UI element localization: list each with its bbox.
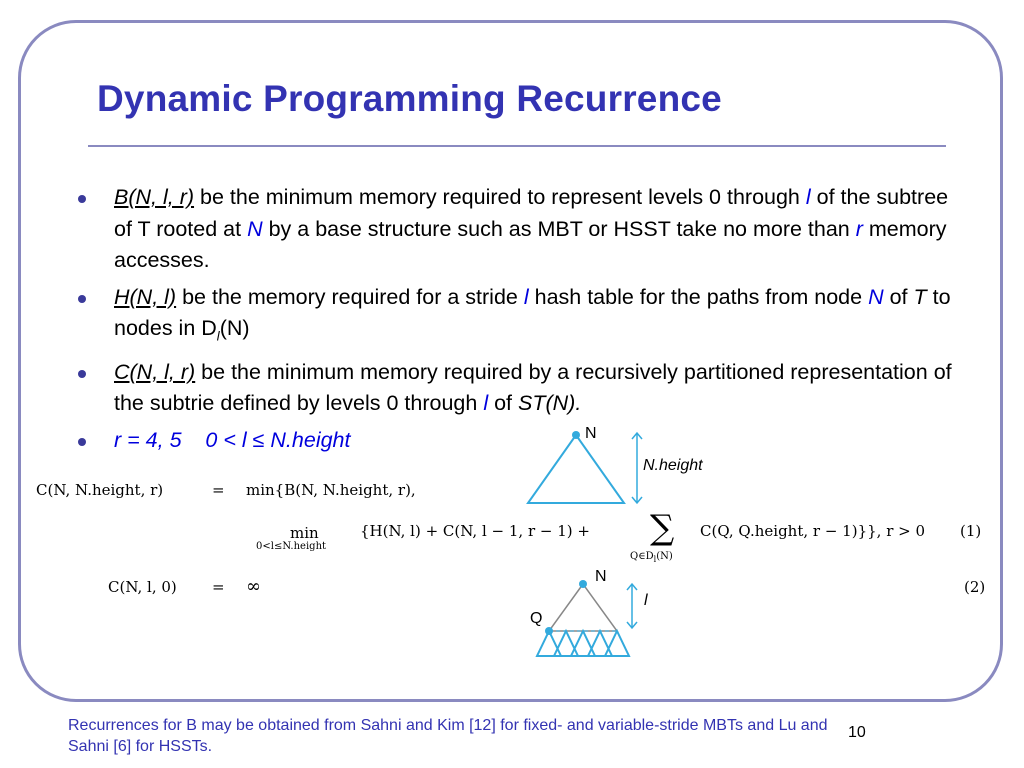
arrow-head-up-icon — [631, 431, 643, 440]
eq1-rhs: min{B(N, N.height, r), — [246, 481, 416, 499]
text: by a base structure such as MBT or HSST … — [262, 216, 856, 241]
eq2-number: (2) — [964, 578, 986, 596]
subscript-l: l — [216, 328, 220, 344]
root-node-n — [572, 431, 580, 439]
bullet-b: B(N, l, r) be the minimum memory require… — [68, 182, 958, 277]
eq1-lhs: C(N, N.height, r) — [36, 481, 164, 499]
text: be the minimum memory required by a recu… — [114, 359, 952, 416]
root-node-n — [579, 580, 587, 588]
bullet-dot-icon — [78, 437, 86, 446]
term-b: B(N, l, r) — [114, 185, 195, 209]
bullet-c: C(N, l, r) be the minimum memory require… — [68, 357, 958, 420]
child-subtree — [535, 628, 563, 657]
sum-icon: ∑ — [650, 508, 675, 548]
eq1-number: (1) — [960, 522, 982, 540]
subtree-triangle — [526, 433, 626, 504]
child-subtree — [552, 628, 580, 657]
eq1-min-subscript: 0<l≤N.height — [256, 541, 327, 552]
text: hash table for the paths from node — [528, 284, 869, 309]
bullet-dot-icon — [78, 369, 86, 378]
text: to nodes in D — [114, 284, 951, 341]
term-c: C(N, l, r) — [114, 359, 196, 384]
text: of — [488, 391, 518, 416]
child-subtree — [586, 628, 614, 657]
eq1-equals: = — [212, 481, 225, 499]
sum-sub-a: Q∈D — [630, 551, 654, 562]
term-h: H(N, l) — [114, 284, 177, 309]
var-r: r — [855, 216, 863, 241]
var-n: N — [868, 284, 884, 309]
var-l: l — [523, 284, 529, 309]
slide-frame — [18, 20, 1003, 702]
node-q — [545, 627, 553, 635]
sum-sub-c: (N) — [656, 551, 673, 562]
bullet-dot-icon — [78, 294, 86, 303]
eq1-body: {H(N, l) + C(N, l − 1, r − 1) + — [360, 522, 590, 540]
bullet-r: r = 4, 5 0 < l ≤ N.height — [68, 425, 958, 457]
slide-title: Dynamic Programming Recurrence — [97, 78, 722, 119]
bullet-dot-icon — [78, 195, 86, 203]
arrow-head-down-icon — [631, 496, 643, 505]
eq2-rhs: ∞ — [246, 576, 261, 597]
eq1-min: min — [290, 524, 319, 542]
constraint-text: r = 4, 5 0 < l ≤ N.height — [114, 427, 351, 452]
var-t: T — [913, 284, 927, 309]
text: (N) — [219, 316, 250, 340]
text: of — [883, 284, 914, 309]
text: of the subtree of T rooted at — [114, 185, 949, 241]
var-st: ST(N). — [518, 391, 582, 416]
title-divider — [88, 145, 946, 147]
var-l: l — [805, 185, 811, 209]
child-subtree — [603, 628, 631, 657]
bullet-h: H(N, l) be the memory required for a str… — [68, 282, 958, 352]
bullet-list: B(N, l, r) be the minimum memory require… — [68, 182, 958, 461]
eq1-sum-subscript: Q∈Dl(N) — [630, 551, 673, 564]
eq1-tail: C(Q, Q.height, r − 1)}}, r > 0 — [700, 522, 926, 540]
arrow-head-down-icon — [626, 621, 638, 630]
eq2-lhs: C(N, l, 0) — [108, 578, 177, 596]
tree1-node-label: N — [585, 425, 597, 442]
var-n: N — [247, 216, 263, 241]
page-number: 10 — [848, 724, 866, 741]
footer-note: Recurrences for B may be obtained from S… — [68, 717, 828, 755]
sum-sub-b: l — [653, 555, 657, 564]
text: be the memory required for a stride — [176, 284, 524, 309]
tree2-child-label: Q — [530, 610, 543, 627]
tree1-height-label: N.height — [643, 457, 703, 474]
tree2-node-label: N — [595, 568, 607, 585]
partition-triangle — [547, 582, 619, 632]
arrow-head-up-icon — [626, 582, 638, 591]
tree2-level-label: l — [644, 592, 648, 609]
text: memory accesses. — [114, 216, 947, 273]
text: be the minimum memory required to repres… — [194, 185, 806, 209]
child-subtree — [569, 628, 597, 657]
eq2-equals: = — [212, 578, 225, 596]
var-l: l — [483, 391, 489, 416]
